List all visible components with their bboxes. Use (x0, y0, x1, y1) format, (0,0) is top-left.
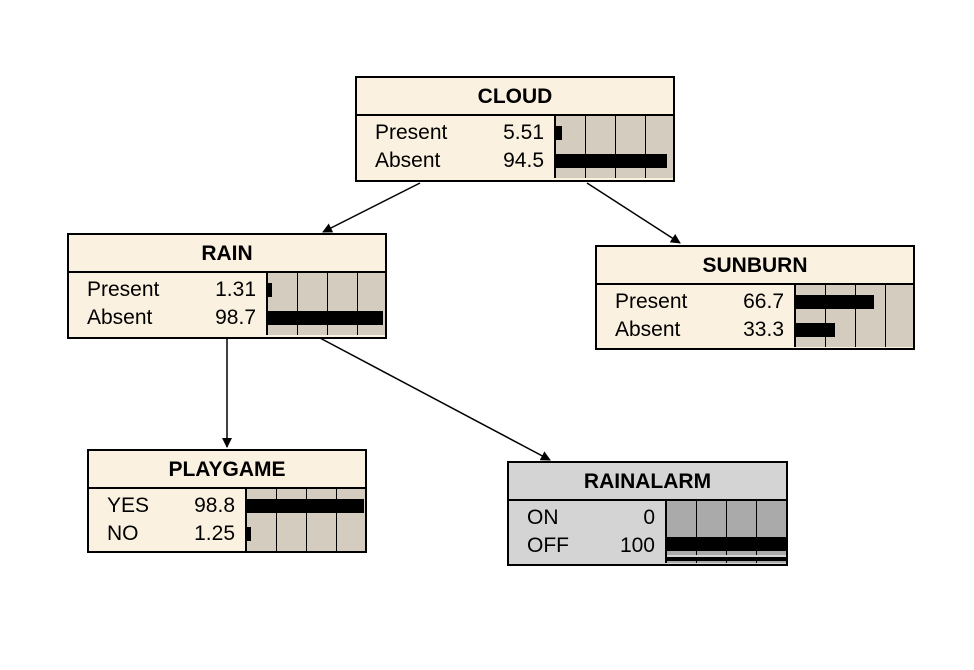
node-playgame-title: PLAYGAME (89, 451, 365, 489)
node-cloud-gauge (556, 116, 673, 178)
node-rainalarm-body: ON 0 OFF 100 (509, 501, 786, 563)
node-cloud-title: CLOUD (357, 78, 673, 116)
node-cloud-bar-present (556, 126, 562, 140)
node-rainalarm-state-on: ON 0 (527, 506, 655, 529)
node-sunburn-gauge (796, 285, 913, 347)
node-playgame[interactable]: PLAYGAME YES 98.8 NO 1.25 (87, 449, 367, 553)
node-rainalarm[interactable]: RAINALARM ON 0 OFF 100 (507, 461, 788, 566)
node-playgame-state-no: NO 1.25 (107, 522, 235, 545)
node-rain-body: Present 1.31 Absent 98.7 (69, 273, 385, 335)
node-rainalarm-observed-marker (667, 555, 786, 561)
node-playgame-body: YES 98.8 NO 1.25 (89, 489, 365, 551)
node-sunburn-state-absent: Absent 33.3 (615, 318, 784, 341)
node-cloud[interactable]: CLOUD Present 5.51 Absent 94.5 (355, 76, 675, 182)
node-playgame-bar-yes (247, 499, 364, 513)
node-rainalarm-state-off: OFF 100 (527, 534, 655, 557)
node-playgame-state-yes: YES 98.8 (107, 494, 235, 517)
node-sunburn-body: Present 66.7 Absent 33.3 (597, 285, 913, 347)
node-sunburn-state-present: Present 66.7 (615, 290, 784, 313)
node-rain-title: RAIN (69, 235, 385, 273)
node-sunburn-bar-present (796, 295, 874, 309)
node-rain-gauge (268, 273, 385, 335)
node-rainalarm-bar-off (667, 537, 786, 551)
node-playgame-bar-no (247, 527, 251, 541)
node-cloud-body: Present 5.51 Absent 94.5 (357, 116, 673, 178)
node-playgame-gauge (247, 489, 365, 551)
node-rainalarm-title: RAINALARM (509, 463, 786, 501)
node-rain[interactable]: RAIN Present 1.31 Absent 98.7 (67, 233, 387, 339)
edge-rain-to-rainalarm (319, 337, 551, 461)
node-cloud-state-present: Present 5.51 (375, 121, 544, 144)
node-cloud-bar-absent (556, 154, 667, 168)
edge-cloud-to-sunburn (586, 182, 681, 244)
node-rain-state-present: Present 1.31 (87, 278, 256, 301)
node-sunburn[interactable]: SUNBURN Present 66.7 Absent 33.3 (595, 245, 915, 350)
node-cloud-state-absent: Absent 94.5 (375, 149, 544, 172)
edge-cloud-to-rain (322, 182, 421, 233)
node-rain-state-absent: Absent 98.7 (87, 306, 256, 329)
node-rain-bar-present (268, 283, 272, 297)
node-sunburn-bar-absent (796, 323, 835, 337)
node-sunburn-title: SUNBURN (597, 247, 913, 285)
node-rain-bar-absent (268, 311, 383, 325)
node-rainalarm-gauge (667, 501, 786, 563)
